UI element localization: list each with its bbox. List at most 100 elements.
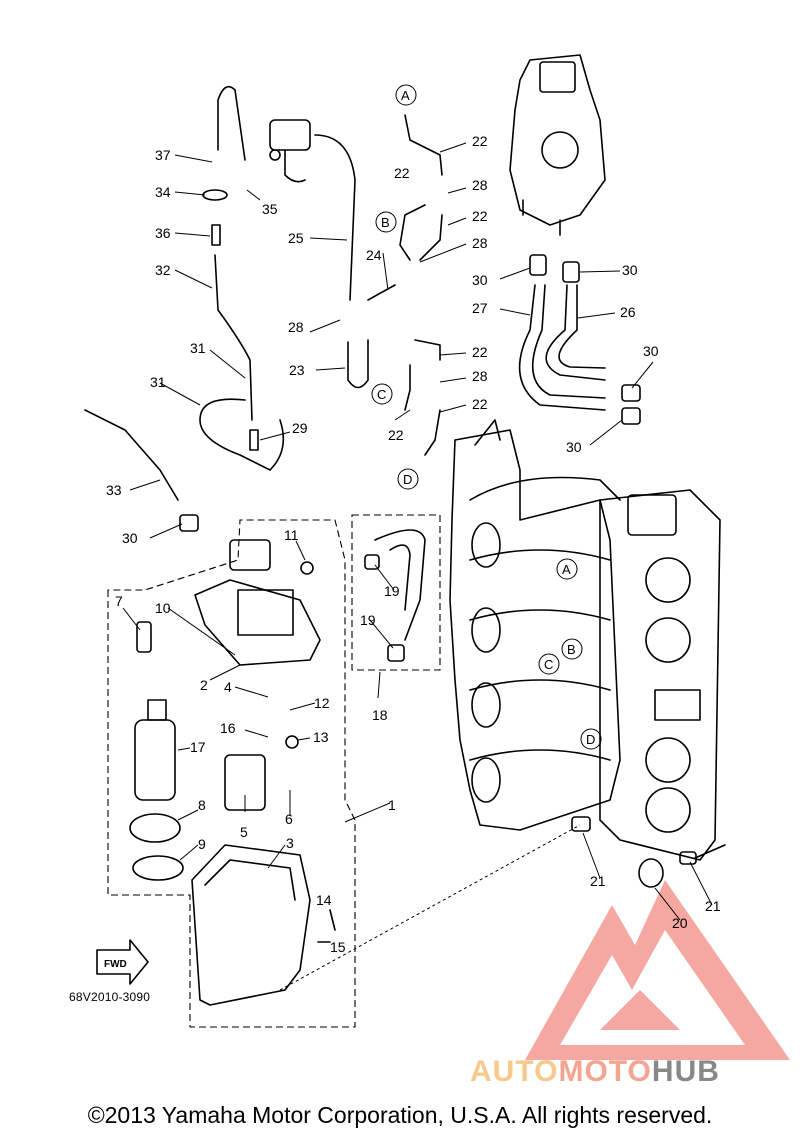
callout: 30 bbox=[622, 262, 638, 278]
callout: 35 bbox=[262, 201, 278, 217]
hose-33 bbox=[84, 409, 179, 501]
callout: 13 bbox=[313, 729, 329, 745]
callout: 29 bbox=[292, 420, 308, 436]
circle-ref: B bbox=[567, 642, 576, 657]
callout: 14 bbox=[316, 892, 332, 908]
circle-ref: C bbox=[377, 387, 386, 402]
fwd-label: FWD bbox=[104, 959, 127, 970]
circle-ref: A bbox=[562, 562, 571, 577]
copyright-notice: ©2013 Yamaha Motor Corporation, U.S.A. A… bbox=[87, 1102, 713, 1128]
callout: 16 bbox=[220, 720, 236, 736]
circle-ref: B bbox=[381, 215, 390, 230]
callout: 31 bbox=[150, 374, 166, 390]
hose-18-inner bbox=[389, 544, 411, 611]
hose-group-outline bbox=[351, 514, 441, 671]
callout-labels: 1 2 3 4 5 6 7 8 9 10 11 12 13 14 15 16 1… bbox=[106, 133, 721, 955]
callout: 22 bbox=[394, 165, 410, 181]
bolt-21-shaft bbox=[694, 844, 726, 859]
hose-23 bbox=[347, 339, 369, 389]
callout: 12 bbox=[314, 695, 330, 711]
throttle-body-assembly bbox=[599, 489, 721, 861]
callout: 10 bbox=[155, 600, 171, 616]
callout: 24 bbox=[366, 247, 382, 263]
watermark-part-moto: MOTO bbox=[558, 1055, 652, 1088]
callout: 8 bbox=[198, 797, 206, 813]
circle-references: A B C D A B C D bbox=[371, 84, 602, 750]
callout: 28 bbox=[472, 368, 488, 384]
callout: 30 bbox=[643, 343, 659, 359]
fuel-pump-cover bbox=[194, 539, 321, 666]
clip-19-b bbox=[387, 644, 405, 662]
callout: 6 bbox=[285, 811, 293, 827]
screw-11 bbox=[300, 561, 314, 575]
hose-clip-30 bbox=[179, 254, 641, 532]
clip-19-a bbox=[364, 554, 380, 570]
joint-29 bbox=[249, 429, 259, 451]
screw-14 bbox=[329, 909, 336, 931]
vapor-separator-valve bbox=[509, 54, 606, 236]
hose-24 bbox=[367, 284, 396, 301]
callout: 28 bbox=[472, 235, 488, 251]
hose-22-b bbox=[399, 204, 426, 261]
hose-22-a bbox=[404, 114, 443, 176]
bolt-13 bbox=[285, 735, 299, 749]
callout: 22 bbox=[472, 344, 488, 360]
callout: 22 bbox=[472, 208, 488, 224]
callout: 15 bbox=[330, 939, 346, 955]
hose-18 bbox=[374, 529, 426, 641]
callout: 9 bbox=[198, 836, 206, 852]
callout: 30 bbox=[122, 530, 138, 546]
callout: 1 bbox=[388, 797, 396, 813]
hose-22-e bbox=[404, 364, 411, 411]
fuel-pump-group-outline bbox=[107, 519, 356, 1028]
intake-manifold bbox=[449, 419, 621, 831]
callout: 17 bbox=[190, 739, 206, 755]
callout: 28 bbox=[288, 319, 304, 335]
callout: 3 bbox=[286, 835, 294, 851]
grommet-20 bbox=[638, 858, 664, 888]
callout: 18 bbox=[372, 707, 388, 723]
hose-27 bbox=[518, 284, 606, 411]
hose-22-f bbox=[424, 409, 441, 456]
fwd-arrow-icon: FWD bbox=[96, 939, 149, 985]
watermark-part-auto: AUTO bbox=[470, 1055, 559, 1088]
callout: 4 bbox=[224, 679, 232, 695]
callout: 31 bbox=[190, 340, 206, 356]
callout: 22 bbox=[472, 396, 488, 412]
watermark-part-hub: HUB bbox=[651, 1055, 720, 1088]
circle-ref: C bbox=[544, 657, 553, 672]
callout: 11 bbox=[284, 527, 299, 543]
hose-22-c bbox=[419, 214, 443, 261]
watermark-logo bbox=[525, 880, 790, 1060]
callout: 33 bbox=[106, 482, 122, 498]
callout: 22 bbox=[472, 133, 488, 149]
circle-ref: D bbox=[586, 732, 595, 747]
callout: 30 bbox=[566, 439, 582, 455]
callout: 23 bbox=[289, 362, 305, 378]
joint-36 bbox=[211, 224, 221, 246]
callout: 34 bbox=[155, 184, 171, 200]
callout: 19 bbox=[360, 612, 376, 628]
hose-27-inner bbox=[531, 284, 606, 399]
pump-holder-8 bbox=[129, 813, 181, 843]
callout: 27 bbox=[472, 300, 488, 316]
fuel-pump-17 bbox=[134, 699, 176, 801]
hose-31 bbox=[199, 398, 285, 471]
hose-25 bbox=[314, 134, 356, 301]
circle-ref: D bbox=[403, 472, 412, 487]
callout: 32 bbox=[155, 262, 171, 278]
callout: 25 bbox=[288, 230, 304, 246]
callout: 22 bbox=[388, 427, 404, 443]
leader-lines bbox=[122, 142, 713, 991]
fuel-float-chamber-3 bbox=[191, 844, 311, 1006]
callout: 7 bbox=[115, 593, 123, 609]
pressure-regulator bbox=[269, 119, 311, 183]
callout: 19 bbox=[384, 583, 400, 599]
callout: 2 bbox=[200, 677, 208, 693]
callout: 30 bbox=[472, 272, 488, 288]
callout: 28 bbox=[472, 177, 488, 193]
hose-26 bbox=[545, 284, 606, 381]
drawing-code: 68V2010-3090 bbox=[69, 990, 151, 1004]
filter-7 bbox=[136, 621, 152, 653]
